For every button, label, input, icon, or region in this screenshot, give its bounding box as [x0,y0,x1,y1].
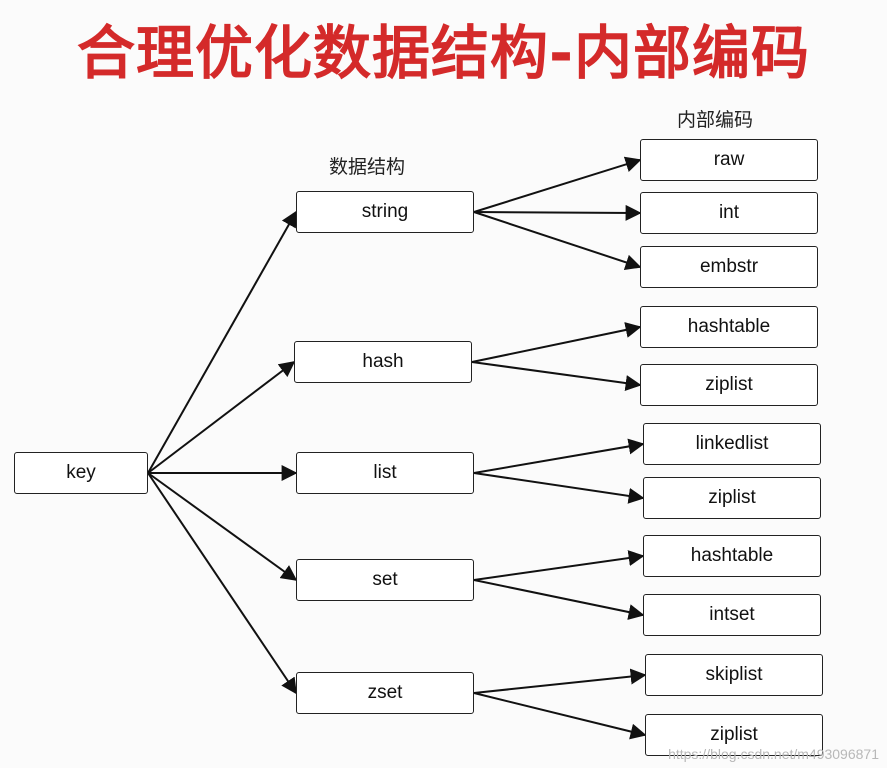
structure-node-list: list [296,452,474,494]
encoding-node-set-hashtable: hashtable [643,535,821,577]
encoding-node-string-raw: raw [640,139,818,181]
structure-node-string: string [296,191,474,233]
edge-string-to-embstr [473,211,642,271]
edge-string-to-raw [473,156,642,213]
encoding-node-string-int: int [640,192,818,234]
edge-key-to-zset [147,472,297,695]
encoding-node-set-intset: intset [643,594,821,636]
key-node: key [14,452,148,494]
encoding-node-list-linkedlist: linkedlist [643,423,821,465]
edge-hash-to-ziplist [471,361,642,391]
encoding-node-zset-ziplist: ziplist [645,714,823,756]
edge-hash-to-hashtable [471,322,642,363]
edge-string-to-int [473,204,642,221]
edge-key-to-hash [147,361,296,474]
encoding-node-list-ziplist: ziplist [643,477,821,519]
edge-set-to-intset [473,579,645,620]
edge-zset-to-ziplist [473,692,647,740]
encoding-node-zset-skiplist: skiplist [645,654,823,696]
encoding-node-hash-ziplist: ziplist [640,364,818,406]
encoding-node-hash-hashtable: hashtable [640,306,818,348]
edge-set-to-hashtable [473,550,645,581]
edge-list-to-linkedlist [473,438,645,474]
encodings-column-label: 内部编码 [677,109,754,131]
structures-column-label: 数据结构 [329,156,406,178]
edge-zset-to-skiplist [473,668,647,694]
structure-node-hash: hash [294,341,472,383]
structure-node-set: set [296,559,474,601]
watermark-url: https://blog.csdn.net/m493096871 [668,746,879,762]
edge-list-to-ziplist [473,472,645,504]
structure-node-zset: zset [296,672,474,714]
edge-key-to-set [147,472,298,581]
edge-key-to-string [147,210,297,474]
page-title: 合理优化数据结构-内部编码 [76,19,811,87]
encoding-node-string-embstr: embstr [640,246,818,288]
